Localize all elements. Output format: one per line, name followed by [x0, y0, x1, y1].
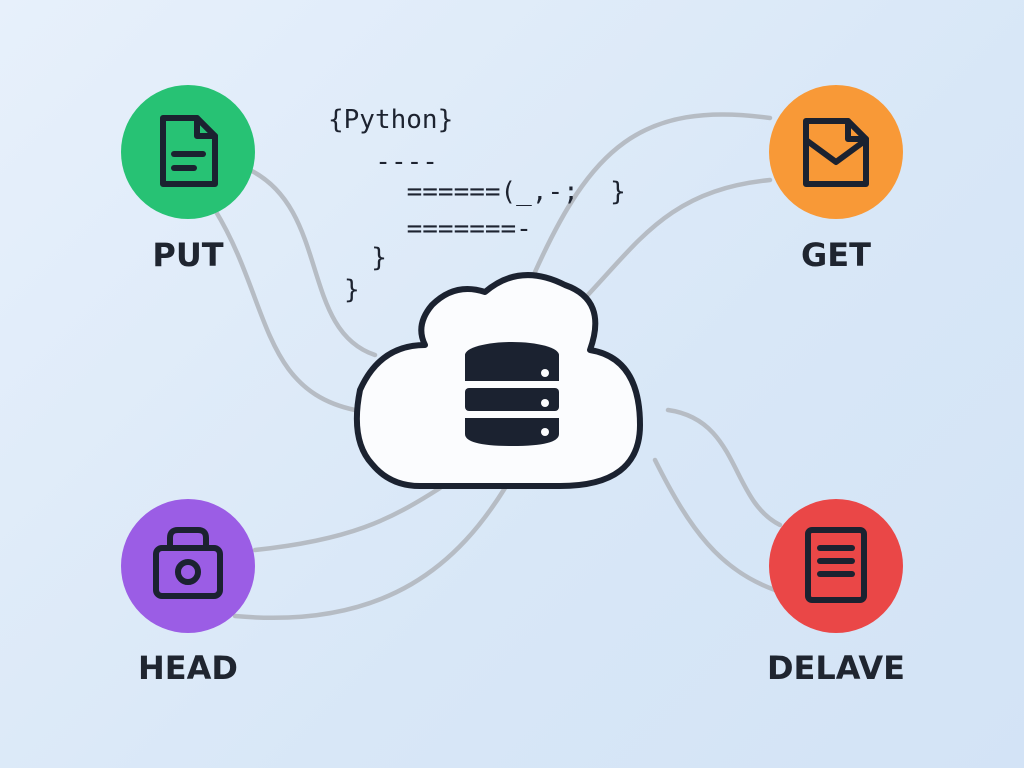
envelope-icon — [803, 118, 869, 187]
code-line: ---- — [344, 147, 438, 177]
put-label: PUT — [152, 236, 223, 274]
cloud-storage — [353, 272, 643, 489]
connector-wires — [212, 112, 783, 620]
document-icon — [160, 115, 218, 187]
code-snippet: {Python} ---- ======(_,-; } =======- } } — [328, 105, 626, 305]
get-circle — [769, 85, 903, 219]
node-head: HEAD — [121, 499, 255, 687]
wire-delete-upper — [665, 407, 783, 528]
wire-get-upper — [532, 112, 773, 275]
code-line: =======- — [344, 214, 532, 244]
code-line: } — [340, 243, 387, 273]
code-line: } — [344, 275, 360, 305]
code-line: ======(_,-; } — [344, 177, 626, 207]
node-put: PUT — [121, 85, 255, 274]
get-label: GET — [801, 236, 871, 274]
wire-put-upper — [247, 167, 378, 358]
head-label: HEAD — [138, 649, 238, 687]
delete-circle — [769, 499, 903, 633]
node-get: GET — [769, 85, 903, 274]
node-delete: DELAVE — [767, 499, 905, 687]
wire-put-lower — [212, 207, 358, 413]
wire-head-lower — [232, 485, 508, 620]
delete-label: DELAVE — [767, 649, 905, 687]
document-lines-icon — [805, 527, 867, 603]
wire-delete-lower — [652, 457, 778, 593]
code-line: {Python} — [328, 105, 453, 135]
head-circle — [121, 499, 255, 633]
wire-head-upper — [252, 485, 443, 553]
lock-icon — [153, 527, 223, 599]
database-icon — [465, 342, 559, 446]
wire-get-lower — [582, 177, 773, 301]
